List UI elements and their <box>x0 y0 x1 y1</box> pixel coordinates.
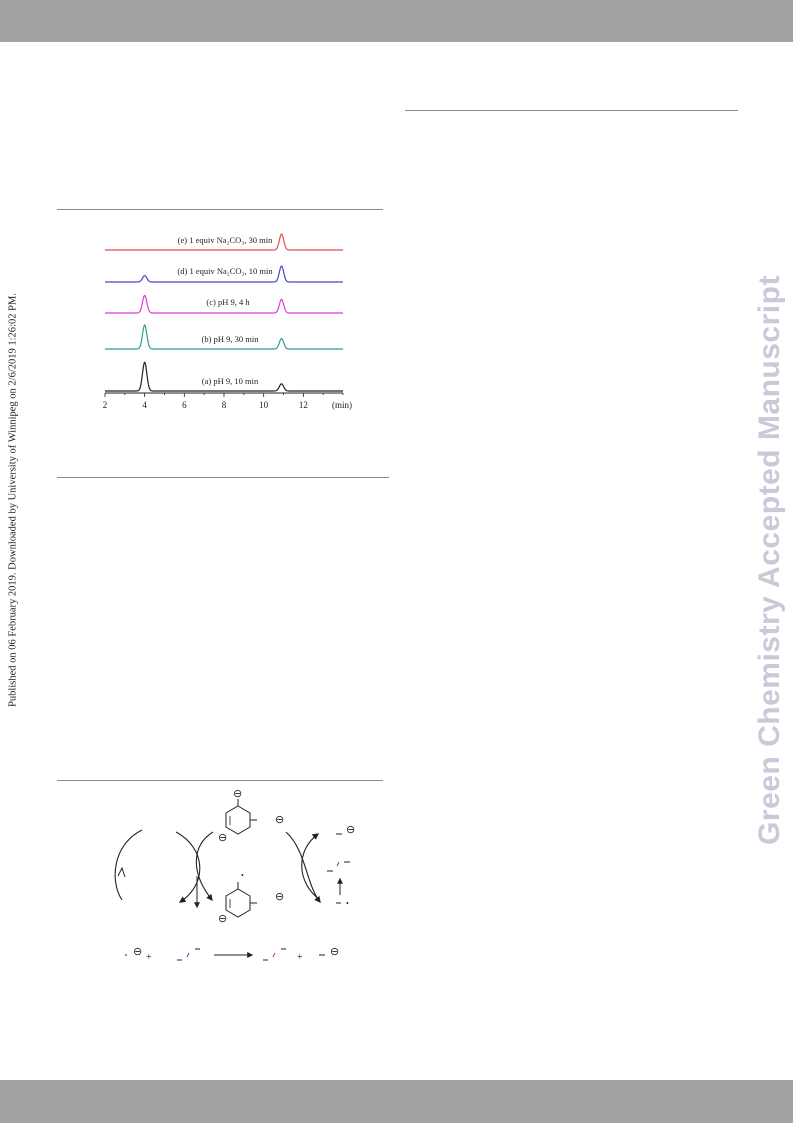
trace-label-1: (d) 1 equiv Na₂CO₃, 10 min <box>177 266 273 276</box>
header-band <box>0 0 793 42</box>
arene-anion-structure <box>225 799 257 835</box>
x-tick-label: 2 <box>103 400 108 410</box>
chromatogram-trace-4 <box>105 361 343 392</box>
x-tick-label: 8 <box>222 400 227 410</box>
trace-label-2: (c) pH 9, 4 h <box>206 297 250 307</box>
equation-charge-2: ⊖ <box>330 946 339 958</box>
middle-branch-arc <box>195 831 214 902</box>
arene-radical-structure <box>225 882 257 918</box>
trace-label-3: (b) pH 9, 30 min <box>202 334 260 344</box>
chromatogram-trace-1 <box>105 265 343 283</box>
equation-blue-bond <box>186 952 190 958</box>
chromatogram-trace-3 <box>105 324 343 350</box>
x-tick-label: 4 <box>142 400 147 410</box>
equation-charge-1: ⊖ <box>133 946 142 958</box>
radical-dot: • <box>241 871 244 880</box>
figure-top-rule <box>57 209 383 210</box>
right-column-rule <box>405 110 738 111</box>
chromatogram-trace-2 <box>105 294 343 314</box>
right-catalytic-arc <box>301 833 321 901</box>
x-axis-unit-label: (min) <box>332 400 352 410</box>
left-arc-arrowhead <box>117 866 126 878</box>
left-catalytic-arc <box>114 829 143 901</box>
right-species-dot: • <box>346 899 349 908</box>
scheme-top-rule <box>57 780 383 781</box>
equation-plus-2: + <box>297 952 303 963</box>
x-tick-label: 6 <box>182 400 187 410</box>
footer-band <box>0 1080 793 1123</box>
trace-label-0: (e) 1 equiv Na₂CO₃, 30 min <box>178 235 273 245</box>
right-species-charge: ⊖ <box>346 824 355 836</box>
radical-charge-left: ⊖ <box>218 913 227 925</box>
equation-red-bond <box>272 952 276 958</box>
figure-bottom-rule <box>57 477 389 478</box>
right-charge-lower: ⊖ <box>275 891 284 903</box>
anion-charge-left: ⊖ <box>218 832 227 844</box>
right-charge-upper: ⊖ <box>275 814 284 826</box>
equation-plus-1: + <box>146 952 152 963</box>
x-tick-label: 10 <box>259 400 269 410</box>
middle-catalytic-arc <box>175 831 201 903</box>
anion-charge-top: ⊖ <box>233 788 242 800</box>
trace-label-4: (a) pH 9, 10 min <box>202 376 259 386</box>
right-species-blue-bond <box>336 861 340 867</box>
right-return-arc <box>285 831 321 904</box>
x-tick-label: 12 <box>299 400 308 410</box>
chromatogram-trace-0 <box>105 233 343 251</box>
